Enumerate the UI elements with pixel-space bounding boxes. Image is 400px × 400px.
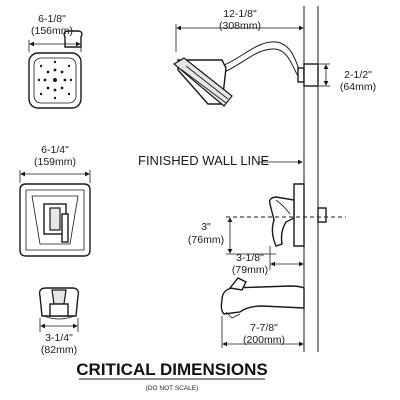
arm-reach-imperial: 12-1/8": [223, 8, 257, 20]
arm-reach-dimension: [175, 24, 304, 52]
spout-width-imperial: 3-1/4": [45, 332, 73, 344]
flange-dimension: [319, 63, 330, 87]
spout-reach-imperial: 7-7/8": [250, 322, 278, 334]
head-width-metric: (156mm): [31, 25, 73, 37]
showerhead-front-view: [28, 30, 83, 109]
valve-handle-side-view: [268, 183, 327, 247]
spout-width-metric: (82mm): [41, 344, 77, 356]
drawing-subtitle: (DO NOT SCALE): [146, 385, 199, 392]
finished-wall: [303, 6, 319, 352]
spray-nozzles: [37, 60, 73, 100]
flange-imperial: 2-1/2": [344, 69, 372, 81]
handle-offset-dimension: [226, 217, 276, 255]
flange-metric: (64mm): [340, 81, 376, 93]
head-width-dimension: [28, 40, 82, 52]
trim-plate-dimension: [19, 170, 91, 183]
spout-width-dimension: [39, 318, 79, 332]
tub-spout-side-view: [220, 277, 305, 319]
showerhead-side-view: [172, 41, 319, 107]
arm-reach-metric: (308mm): [219, 20, 261, 32]
finished-wall-line-label: FINISHED WALL LINE: [138, 153, 270, 168]
head-width-imperial: 6-1/8": [38, 13, 66, 25]
drawing-title: CRITICAL DIMENSIONS: [76, 360, 267, 379]
handle-depth-dimension: [269, 246, 304, 270]
valve-trim-front-view: [19, 183, 91, 257]
handle-offset-metric: (76mm): [188, 234, 224, 246]
handle-depth-metric: (79mm): [232, 264, 268, 276]
handle-offset-imperial: 3": [201, 221, 211, 233]
spout-reach-dimension: [221, 316, 304, 348]
trim-plate-metric: (159mm): [34, 156, 76, 168]
handle-depth-imperial: 3-1/8": [236, 252, 264, 264]
trim-plate-imperial: 6-1/4": [41, 144, 69, 156]
tub-spout-front-view: [38, 287, 80, 320]
spout-reach-metric: (200mm): [243, 334, 285, 346]
